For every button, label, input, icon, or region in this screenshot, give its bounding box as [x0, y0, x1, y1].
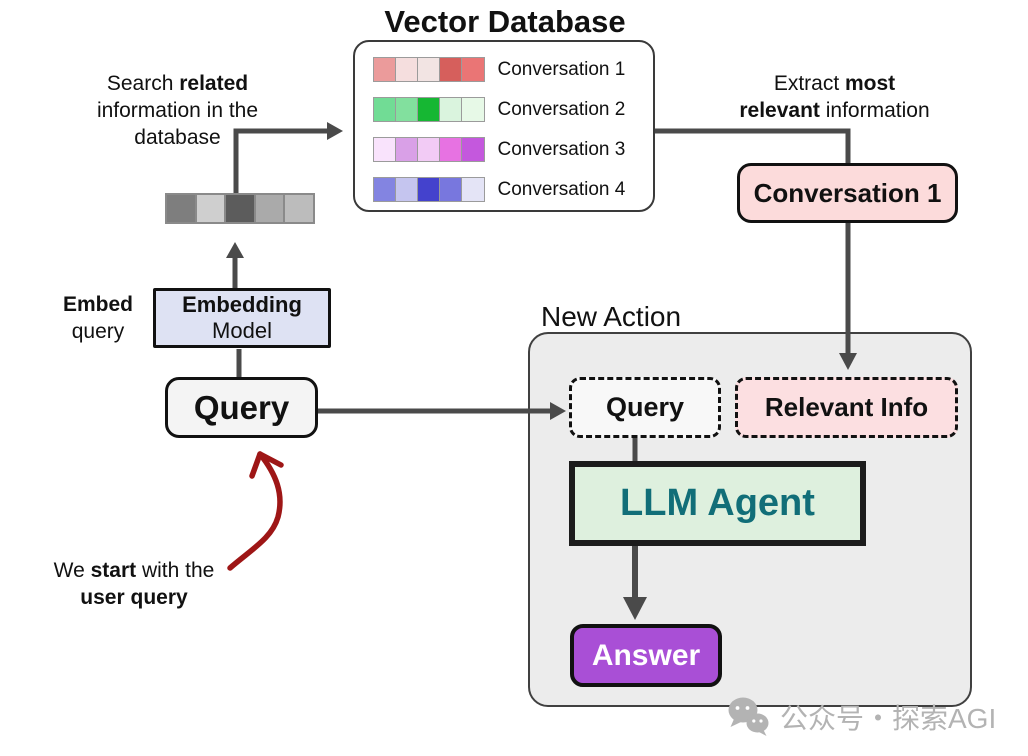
- extract-note-bold1: most: [845, 72, 896, 95]
- conversation-label: Conversation 2: [497, 98, 626, 120]
- embedding-strip-2: [373, 97, 485, 122]
- watermark-text: 公众号・探索AGI: [780, 702, 997, 734]
- answer-box: Answer: [570, 624, 722, 687]
- new-action-label: New Action: [541, 301, 682, 332]
- vector-cell: [417, 57, 441, 82]
- conversation-label: Conversation 3: [497, 138, 626, 160]
- embedding-model-label: Embedding: [182, 292, 302, 317]
- arrowhead-right-db: [327, 122, 343, 140]
- llm-agent-box: LLM Agent: [569, 461, 866, 546]
- vector-database-box: Conversation 1 Conversation 2 Conversati…: [353, 40, 655, 212]
- vector-cell: [395, 97, 419, 122]
- conversation-label: Conversation 1: [497, 58, 626, 80]
- extract-note-bold2: relevant: [739, 99, 820, 122]
- start-note-bold2: user query: [80, 586, 188, 609]
- conversation-row: Conversation 4: [373, 177, 625, 202]
- embed-query-label: Embed query: [48, 291, 148, 345]
- search-note: Search related information in the databa…: [55, 70, 300, 151]
- embedding-model-box: Embedding Model: [153, 288, 331, 348]
- red-curved-arrow: [227, 451, 283, 571]
- vector-cell: [461, 137, 485, 162]
- vector-cell: [373, 97, 397, 122]
- vector-cell: [283, 193, 315, 224]
- embedding-strip-1: [373, 57, 485, 82]
- search-note-text: Search: [106, 72, 180, 95]
- arrowhead-up-vector: [226, 242, 244, 258]
- vector-cell: [224, 193, 256, 224]
- embed-label-line2: query: [71, 320, 125, 343]
- embed-label-bold: Embed: [62, 293, 133, 316]
- conversation1-result-box: Conversation 1: [737, 163, 958, 223]
- vector-cell: [395, 57, 419, 82]
- query-box: Query: [165, 377, 318, 438]
- conversation-row: Conversation 2: [373, 97, 625, 122]
- start-note: We start with the user query: [33, 557, 235, 611]
- vector-cell: [439, 97, 463, 122]
- embedding-strip-4: [373, 177, 485, 202]
- extract-note-line2: information: [819, 99, 930, 122]
- conversation-row: Conversation 1: [373, 57, 625, 82]
- embedding-model-sublabel: Model: [212, 318, 272, 343]
- vector-cell: [461, 57, 485, 82]
- vector-cell: [461, 97, 485, 122]
- vector-cell: [253, 193, 285, 224]
- wechat-icon: [728, 697, 769, 736]
- vector-cell: [373, 177, 397, 202]
- vector-cell: [439, 137, 463, 162]
- start-note-text2: with the: [136, 559, 215, 582]
- vector-cell: [373, 57, 397, 82]
- watermark: 公众号・探索AGI: [726, 696, 996, 737]
- vector-cell: [461, 177, 485, 202]
- vector-cell: [194, 193, 226, 224]
- conversation-row: Conversation 3: [373, 137, 625, 162]
- vector-cell: [373, 137, 397, 162]
- vector-cell: [395, 177, 419, 202]
- vector-database-title: Vector Database: [384, 4, 626, 39]
- query-embedding-strip: [165, 193, 315, 224]
- vector-cell: [417, 97, 441, 122]
- extract-note-text: Extract: [773, 72, 845, 95]
- vector-cell: [165, 193, 197, 224]
- relevant-info-box: Relevant Info: [735, 377, 958, 438]
- vector-cell: [395, 137, 419, 162]
- vector-cell: [417, 137, 441, 162]
- red-arrowhead: [249, 451, 284, 479]
- vector-cell: [439, 57, 463, 82]
- vector-cell: [417, 177, 441, 202]
- start-note-text1: We: [53, 559, 91, 582]
- conversation-label: Conversation 4: [497, 178, 626, 200]
- vector-cell: [439, 177, 463, 202]
- start-note-bold1: start: [90, 559, 137, 582]
- search-note-line3: database: [134, 126, 221, 149]
- search-note-line2: information in the: [96, 99, 259, 122]
- extract-note: Extract most relevant information: [712, 70, 957, 124]
- search-note-bold: related: [179, 72, 249, 95]
- query-dashed-box: Query: [569, 377, 721, 438]
- embedding-strip-3: [373, 137, 485, 162]
